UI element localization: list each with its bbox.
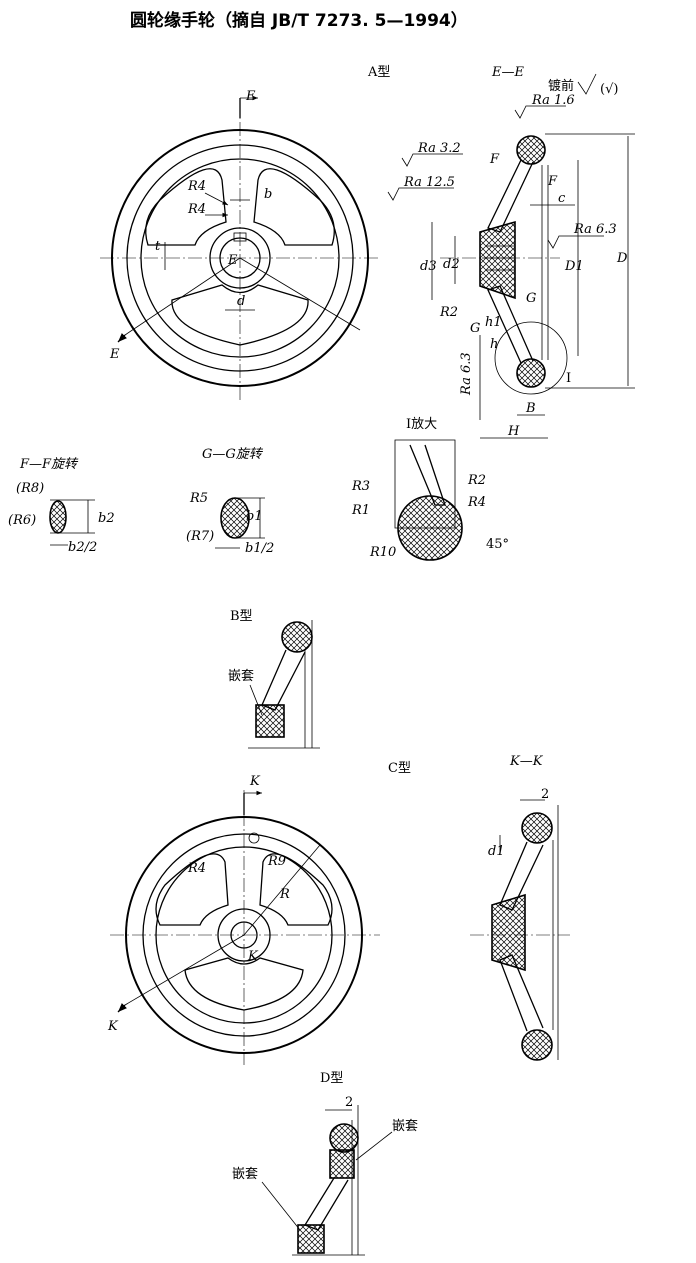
label-e-center: E <box>227 253 238 268</box>
label-B: B <box>525 401 536 416</box>
label-i: I <box>566 371 571 386</box>
ra-3-2: Ra 3.2 <box>417 141 461 156</box>
label-e-top: E <box>245 89 256 104</box>
label-r2-detail: R2 <box>467 473 486 488</box>
section-ee-label: E—E <box>491 65 524 80</box>
type-a-label: A型 <box>367 65 390 80</box>
label-r7: (R7) <box>186 529 214 544</box>
section-k-k-view: K—K 2 d1 <box>470 754 570 1061</box>
section-ff-label: F—F旋转 <box>19 457 79 472</box>
ra-6-3-left: Ra 6.3 <box>459 352 474 396</box>
label-f-right: F <box>547 174 558 189</box>
type-b-view: B型 嵌套 <box>228 609 320 749</box>
label-b2: b2 <box>98 511 115 526</box>
detail-i-view: I放大 R3 R1 R2 R4 R10 45° <box>351 417 509 561</box>
label-D1: D1 <box>564 259 584 274</box>
label-f-left: F <box>489 152 500 167</box>
inlay-label-b: 嵌套 <box>228 668 254 684</box>
type-b-label: B型 <box>230 609 253 624</box>
label-c: c <box>558 191 566 206</box>
label-b: b <box>264 187 272 202</box>
label-d3: d3 <box>420 259 437 274</box>
general-roughness: (√) <box>600 82 618 97</box>
label-b2-half: b2/2 <box>68 540 97 555</box>
label-b1: b1 <box>246 509 263 524</box>
label-two-d: 2 <box>345 1095 353 1110</box>
type-c-label: C型 <box>388 761 411 776</box>
label-k-bottom: K <box>107 1019 119 1034</box>
label-r6: (R6) <box>8 513 36 528</box>
label-g-left: G <box>470 321 480 336</box>
label-k-top: K <box>249 774 261 789</box>
ra-12-5: Ra 12.5 <box>403 175 455 190</box>
label-r3: R3 <box>351 479 370 494</box>
label-g-right: G <box>526 291 536 306</box>
label-two-k: 2 <box>541 787 549 802</box>
label-d: d <box>237 294 245 309</box>
label-e-bottom: E <box>109 347 120 362</box>
type-a-front-view: A型 E E E R4 R4 b t d <box>100 65 390 400</box>
ra-6-3-right: Ra 6.3 <box>573 222 617 237</box>
label-d1: d1 <box>488 844 505 859</box>
label-h1: h1 <box>485 315 502 330</box>
label-D: D <box>616 251 628 266</box>
label-r4-detail: R4 <box>467 495 486 510</box>
label-r10: R10 <box>369 545 396 560</box>
label-d2: d2 <box>443 257 460 272</box>
section-g-g-view: G—G旋转 b1 R5 (R7) b1/2 <box>186 447 274 556</box>
label-h: h <box>490 337 498 352</box>
label-r5: R5 <box>189 491 208 506</box>
plating-note: 镀前 <box>548 78 574 94</box>
page-title: 圆轮缘手轮（摘自 JB/T 7273. 5—1994） <box>130 10 468 31</box>
label-r4-c: R4 <box>187 861 206 876</box>
detail-i-label: I放大 <box>406 417 437 432</box>
label-r9: R9 <box>267 854 286 869</box>
section-kk-label: K—K <box>509 754 544 769</box>
label-k-center: K <box>247 949 259 964</box>
label-b1-half: b1/2 <box>245 541 274 556</box>
section-gg-label: G—G旋转 <box>202 447 264 462</box>
label-r4-b: R4 <box>187 202 206 217</box>
label-r4-a: R4 <box>187 179 206 194</box>
label-t: t <box>155 239 161 254</box>
label-45: 45° <box>486 537 509 552</box>
label-r8: (R8) <box>16 481 44 496</box>
label-r: R <box>279 887 290 902</box>
type-d-label: D型 <box>320 1071 343 1086</box>
type-d-view: D型 2 嵌套 嵌套 <box>232 1071 418 1256</box>
label-H: H <box>507 424 520 439</box>
ra-1-6: Ra 1.6 <box>531 93 575 108</box>
label-r1: R1 <box>351 503 370 518</box>
inlay-label-d-bottom: 嵌套 <box>232 1166 258 1182</box>
section-e-e-view: E—E 镀前 (√) D D1 c F F Ra 1.6 <box>387 65 635 439</box>
section-f-f-view: F—F旋转 b2 (R8) (R6) b2/2 <box>8 457 115 555</box>
type-c-view: C型 K K K R4 R9 R <box>107 761 411 1065</box>
inlay-label-d-top: 嵌套 <box>392 1118 418 1134</box>
label-r2: R2 <box>439 305 458 320</box>
